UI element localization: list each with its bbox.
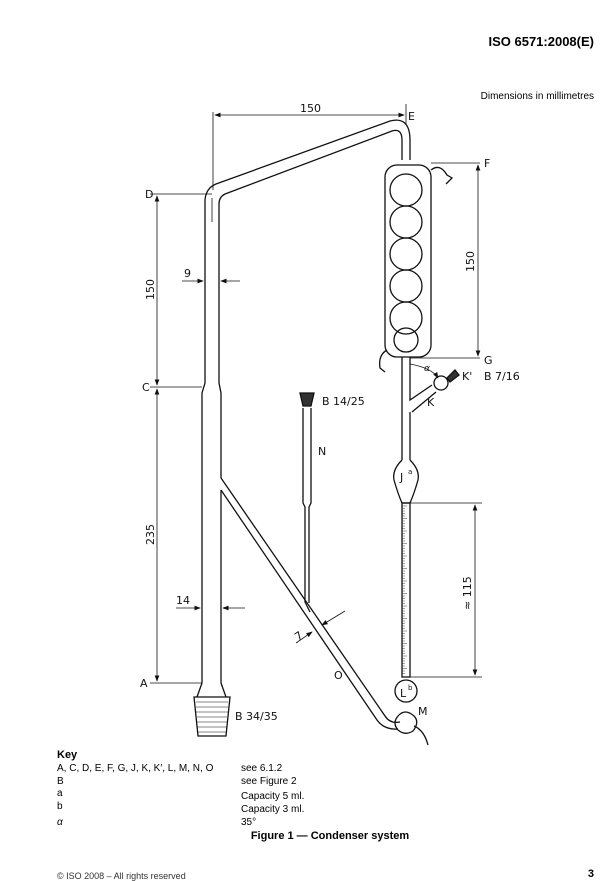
key-term: B — [57, 776, 64, 787]
tube-n — [299, 392, 315, 613]
label-m: M — [418, 705, 428, 718]
dimension-lines — [150, 104, 482, 684]
key-term: b — [57, 801, 63, 812]
label-j: J — [399, 471, 403, 484]
receiver-burette — [393, 459, 429, 746]
label-j-sup: a — [408, 468, 412, 476]
key-term: α — [57, 817, 63, 828]
label-o: O — [334, 669, 343, 682]
joint-b7-16: B 7/16 — [484, 370, 520, 383]
key-desc: see Figure 2 — [241, 776, 297, 787]
label-c: C — [142, 381, 150, 394]
label-k: K — [427, 396, 435, 409]
joint-b34-35: B 34/35 — [235, 710, 278, 723]
key-term: a — [57, 788, 63, 799]
figure-caption: Figure 1 — Condenser system — [250, 830, 410, 842]
dim-burette-length: ≈ 115 — [461, 576, 474, 610]
key-desc: 35° — [241, 817, 257, 828]
label-alpha: α — [424, 364, 430, 374]
label-g: G — [484, 354, 493, 367]
key-desc: Capacity 3 ml. — [241, 804, 305, 815]
label-a: A — [140, 677, 148, 690]
dim-side-tube-dia: 7 — [292, 629, 305, 644]
label-e: E — [408, 110, 415, 123]
dim-tube-dia-upper: 9 — [184, 267, 191, 280]
footer-copyright: © ISO 2008 – All rights reserved — [57, 871, 186, 881]
dim-top-width: 150 — [300, 102, 321, 115]
key-desc: Capacity 5 ml. — [241, 791, 305, 802]
bulb-condenser — [379, 164, 460, 460]
label-n: N — [318, 445, 326, 458]
label-l-sup: b — [408, 684, 413, 692]
dim-left-upper: 150 — [144, 279, 157, 300]
joint-b14-25: B 14/25 — [322, 395, 365, 408]
key-title: Key — [57, 749, 78, 761]
dimensions-note: Dimensions in millimetres — [480, 91, 594, 102]
label-k-prime: K' — [462, 370, 472, 383]
page-number: 3 — [587, 868, 594, 880]
ground-joint-b34-35 — [193, 696, 231, 737]
key-term: A, C, D, E, F, G, J, K, K′, L, M, N, O — [57, 763, 214, 774]
dim-condenser-height: 150 — [464, 251, 477, 272]
dim-left-lower: 235 — [144, 524, 157, 545]
document-id-header: ISO 6571:2008(E) — [488, 34, 594, 49]
left-vapour-tube — [196, 119, 411, 698]
return-tube-o — [220, 477, 401, 730]
label-f: F — [484, 157, 490, 170]
key-desc: see 6.1.2 — [241, 763, 283, 774]
dim-tube-dia-lower: 14 — [176, 594, 190, 607]
label-l: L — [400, 687, 407, 700]
label-d: D — [145, 188, 153, 201]
